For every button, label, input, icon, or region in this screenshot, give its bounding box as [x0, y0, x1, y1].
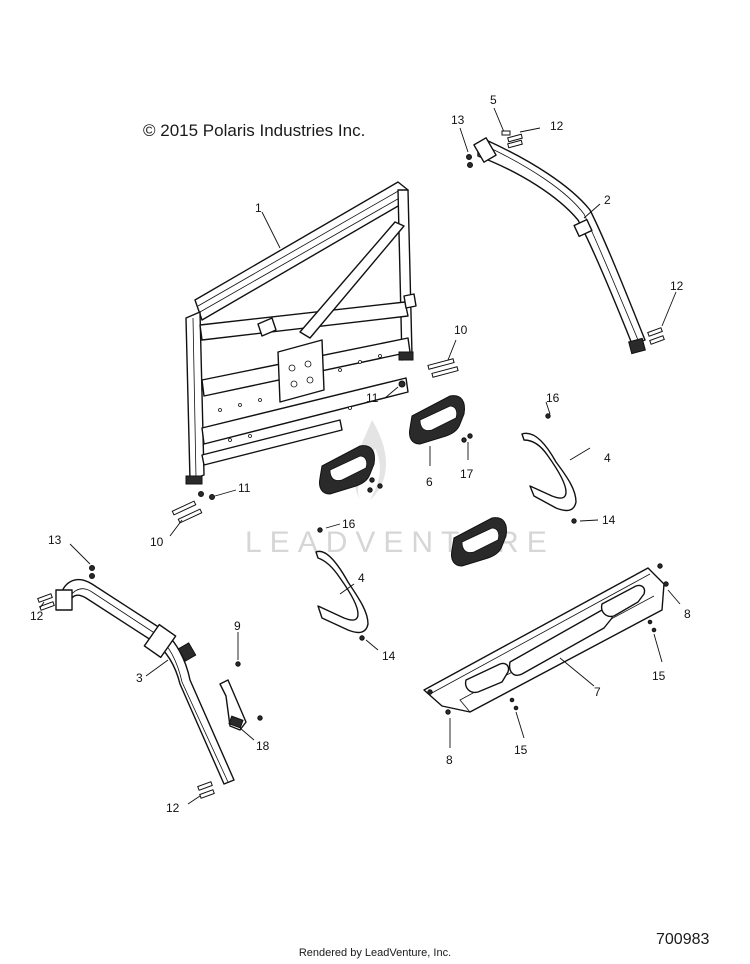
callout-6: 6 — [426, 475, 433, 489]
callout-10-upper: 10 — [454, 323, 468, 337]
lower-mount-bolts — [169, 489, 237, 537]
handle-fasteners — [367, 433, 473, 493]
callout-2: 2 — [604, 193, 611, 207]
callout-13-left: 13 — [48, 533, 62, 547]
callout-10-lower: 10 — [150, 535, 164, 549]
callout-11-upper: 11 — [366, 391, 379, 405]
callout-12-top: 12 — [550, 119, 564, 133]
tailgate-panel — [423, 563, 681, 748]
right-rear-roll-bar — [473, 137, 646, 355]
watermark-text: LEADVENTURE — [245, 526, 555, 559]
footer-credit: Rendered by LeadVenture, Inc. — [298, 947, 452, 959]
upper-mount-bolts — [384, 339, 459, 399]
callout-11-lower: 11 — [238, 481, 251, 495]
callout-9: 9 — [234, 619, 241, 633]
roll-bar-top-fasteners — [459, 107, 541, 168]
document-number: 700983 — [656, 931, 710, 948]
left-roll-bar-fasteners — [37, 543, 95, 611]
callout-12-right: 12 — [670, 279, 684, 293]
callout-16-left: 16 — [342, 517, 356, 531]
copyright-notice: © 2015 Polaris Industries Inc. — [143, 121, 366, 140]
rear-cab-frame — [185, 181, 417, 485]
callout-8-right: 8 — [684, 607, 691, 621]
callout-15-right: 15 — [652, 669, 666, 683]
callout-16-right: 16 — [546, 391, 560, 405]
callout-5: 5 — [490, 93, 497, 107]
support-bracket-right — [521, 401, 599, 524]
latch-bracket — [219, 632, 263, 741]
callout-7: 7 — [594, 685, 601, 699]
callout-12-bottom: 12 — [166, 801, 180, 815]
support-bracket-left — [315, 523, 379, 651]
callout-13-top: 13 — [451, 113, 465, 127]
callout-12-left: 12 — [30, 609, 44, 623]
left-rear-roll-bar — [55, 579, 235, 785]
callout-4-right: 4 — [604, 451, 611, 465]
callout-4-left: 4 — [358, 571, 365, 585]
roll-bar-bottom-bolts — [187, 781, 215, 805]
grab-handle-right — [451, 517, 507, 567]
callout-14-left: 14 — [382, 649, 396, 663]
callout-8-left: 8 — [446, 753, 453, 767]
callout-18: 18 — [256, 739, 270, 753]
callout-14-right: 14 — [602, 513, 616, 527]
callout-15-left: 15 — [514, 743, 528, 757]
grab-handle-left — [319, 445, 375, 495]
callout-3: 3 — [136, 671, 143, 685]
callout-1: 1 — [255, 201, 262, 215]
callout-17: 17 — [460, 467, 474, 481]
grab-handle-center — [409, 395, 465, 466]
roll-bar-right-bolts — [647, 291, 677, 345]
